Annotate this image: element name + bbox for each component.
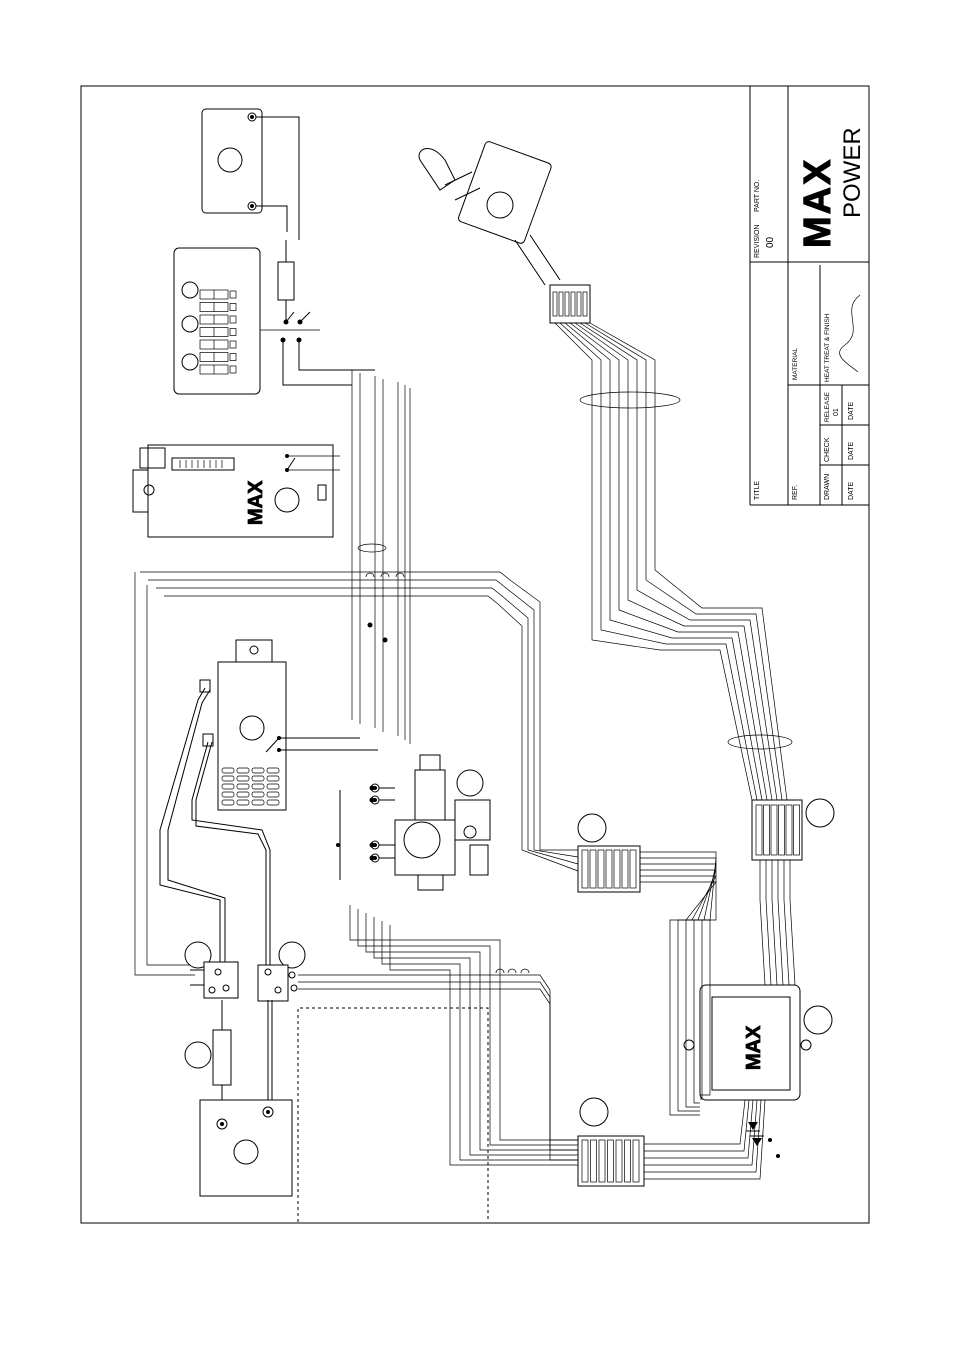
control-module: MAX [684, 985, 832, 1158]
wire [784, 860, 789, 985]
wire-junction [370, 843, 375, 848]
date-label-1: DATE [848, 482, 855, 500]
release-label: RELEASE [824, 391, 831, 422]
wire [366, 913, 578, 1150]
control-box [160, 640, 378, 965]
solenoid-right [258, 942, 305, 1001]
revision-label: REVISION [754, 225, 761, 258]
solenoid-left [185, 942, 238, 998]
wire [350, 905, 578, 1140]
wire-crossover [508, 969, 516, 973]
wire [140, 572, 578, 850]
ref-label: REF. [792, 485, 799, 500]
wire [135, 572, 195, 975]
wire-crossover [396, 573, 404, 577]
harness-tie [358, 544, 386, 552]
wire [298, 975, 578, 1140]
wire-crossover [366, 573, 374, 577]
joystick-harness-loop [580, 392, 680, 408]
title-label: TITLE [754, 481, 761, 500]
wire [644, 1100, 749, 1151]
wire [790, 860, 795, 985]
wire [358, 909, 578, 1145]
joystick-wire [590, 323, 787, 800]
wire-crossover [521, 969, 529, 973]
connector-center [578, 814, 640, 892]
title-block: TITLE REF. MATERIAL REVISION 00 PART NO.… [750, 86, 869, 505]
wire [298, 982, 578, 1150]
charger-module: MAX [133, 445, 340, 537]
joystick-wire [580, 323, 777, 800]
wire-junction [370, 856, 375, 861]
joystick-wire [560, 323, 757, 800]
brand-logo: MAX [797, 158, 839, 248]
wire [644, 1100, 745, 1144]
wire-crossover [381, 573, 389, 577]
right-harness-loop [728, 735, 792, 749]
heat-treat-label: HEAT TREAT & FINISH [824, 313, 831, 382]
material-label: MATERIAL [792, 348, 799, 380]
wire-junction [370, 798, 375, 803]
wire-junction [370, 786, 375, 791]
wire [374, 917, 578, 1155]
wire [298, 989, 578, 1160]
joystick [419, 141, 787, 800]
wire [760, 860, 765, 985]
wire [644, 1100, 753, 1158]
wire [148, 580, 578, 857]
date-label-2: DATE [848, 442, 855, 460]
revision-value: 00 [765, 236, 776, 248]
wire [778, 860, 783, 985]
push-button-box [202, 109, 299, 240]
fuse-box [174, 240, 375, 394]
wire [644, 1100, 757, 1165]
joystick-wire [555, 323, 752, 800]
wire-junction [368, 623, 373, 628]
battery [200, 1100, 292, 1196]
wire [772, 860, 777, 985]
joystick-wire [585, 323, 782, 800]
wire-junction [383, 638, 388, 643]
release-value: 01 [833, 408, 840, 416]
date-label-3: DATE [848, 402, 855, 420]
finish-squiggle [840, 295, 860, 372]
wire [644, 1100, 765, 1179]
brand-product: POWER [839, 127, 866, 218]
drawn-label: DRAWN [824, 474, 831, 500]
dashed-enclosure [298, 1008, 488, 1222]
check-label: CHECK [824, 437, 831, 462]
hydraulic-valve [336, 755, 490, 890]
part-no-label: PART NO. [754, 180, 761, 212]
charger-logo: MAX [245, 480, 267, 525]
wire [147, 585, 190, 965]
wire [766, 860, 771, 985]
connector-lower [578, 1098, 644, 1186]
module-logo: MAX [743, 1025, 765, 1070]
